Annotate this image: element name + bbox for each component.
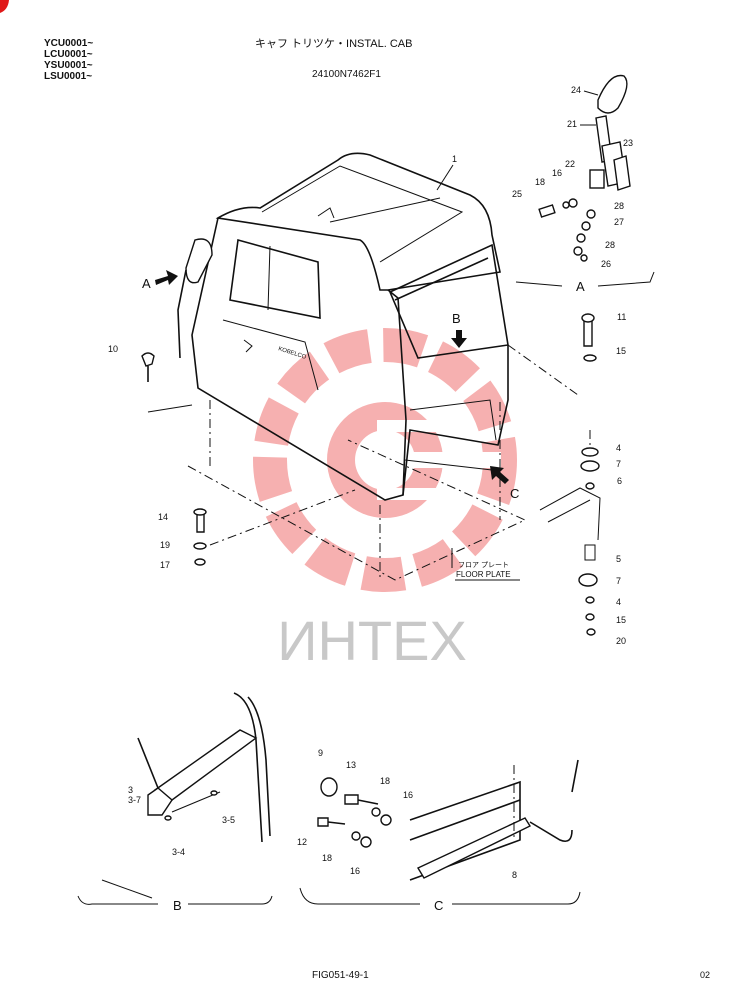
label-18-c: 18 [322, 853, 332, 863]
arrow-a: A [142, 270, 178, 291]
watermark-text: ИНТЕХ [277, 609, 467, 672]
view-c-letter: C [434, 898, 443, 913]
label-20: 20 [616, 636, 626, 646]
svg-text:FLOOR PLATE: FLOOR PLATE [456, 570, 511, 579]
label-17: 17 [160, 560, 170, 570]
label-3-4: 3-4 [172, 847, 185, 857]
corner-mark [0, 0, 9, 13]
arrow-c: C [490, 466, 519, 501]
label-21: 21 [567, 119, 577, 129]
view-a-letter: A [576, 279, 585, 294]
label-11: 11 [617, 312, 626, 322]
serial-list: YCU0001~ LCU0001~ YSU0001~ LSU0001~ [44, 38, 93, 82]
label-4-b: 4 [616, 597, 621, 607]
label-9: 9 [318, 748, 323, 758]
label-15-b: 15 [616, 615, 626, 625]
label-5: 5 [616, 554, 621, 564]
label-28-b: 28 [605, 240, 615, 250]
label-7-b: 7 [616, 576, 621, 586]
label-24: 24 [571, 85, 581, 95]
label-10: 10 [108, 344, 118, 354]
label-15-a: 15 [616, 346, 626, 356]
serial-3: YSU0001~ [44, 60, 93, 71]
label-cab: 1 [452, 154, 457, 164]
svg-text:B: B [452, 311, 461, 326]
label-22: 22 [565, 159, 575, 169]
cab-assembly: KOBELCO [147, 152, 527, 581]
part-number: 24100N7462F1 [312, 69, 381, 80]
label-3-5: 3-5 [222, 815, 235, 825]
view-a-detail [515, 74, 655, 287]
label-27: 27 [614, 217, 624, 227]
label-13: 13 [346, 760, 356, 770]
label-6: 6 [617, 476, 622, 486]
serial-4: LSU0001~ [44, 71, 93, 82]
label-25: 25 [512, 189, 522, 199]
svg-text:A: A [142, 276, 151, 291]
serial-2: LCU0001~ [44, 49, 93, 60]
label-18-a: 18 [535, 177, 545, 187]
label-19: 19 [160, 540, 170, 550]
svg-text:C: C [510, 486, 519, 501]
label-3: 3 [128, 785, 133, 795]
label-23: 23 [623, 138, 633, 148]
floor-plate-label: フロア プレート FLOOR PLATE [451, 548, 520, 581]
cab-brand: KOBELCO [277, 346, 307, 361]
label-7-a: 7 [616, 459, 621, 469]
watermark-logo [253, 328, 517, 592]
svg-text:フロア プレート: フロア プレート [458, 561, 509, 569]
label-14: 14 [158, 512, 168, 522]
label-16-b: 16 [403, 790, 413, 800]
label-16-a: 16 [552, 168, 562, 178]
label-3-7: 3-7 [128, 795, 141, 805]
view-b-letter: B [173, 898, 182, 913]
label-28-a: 28 [614, 201, 624, 211]
label-18-b: 18 [380, 776, 390, 786]
label-8: 8 [512, 870, 517, 880]
page-number: 02 [700, 970, 710, 980]
mount-parts [507, 313, 601, 636]
left-parts [141, 352, 356, 566]
label-16-c: 16 [350, 866, 360, 876]
serial-1: YCU0001~ [44, 38, 94, 49]
figure-number: FIG051-49-1 [312, 970, 369, 981]
view-c-detail [299, 759, 581, 905]
label-12: 12 [297, 837, 307, 847]
drawing-title: キャフ トリツケ・INSTAL. CAB [255, 37, 412, 50]
arrow-b: B [451, 311, 467, 348]
label-4-a: 4 [616, 443, 621, 453]
label-26: 26 [601, 259, 611, 269]
view-b-detail [77, 692, 273, 905]
